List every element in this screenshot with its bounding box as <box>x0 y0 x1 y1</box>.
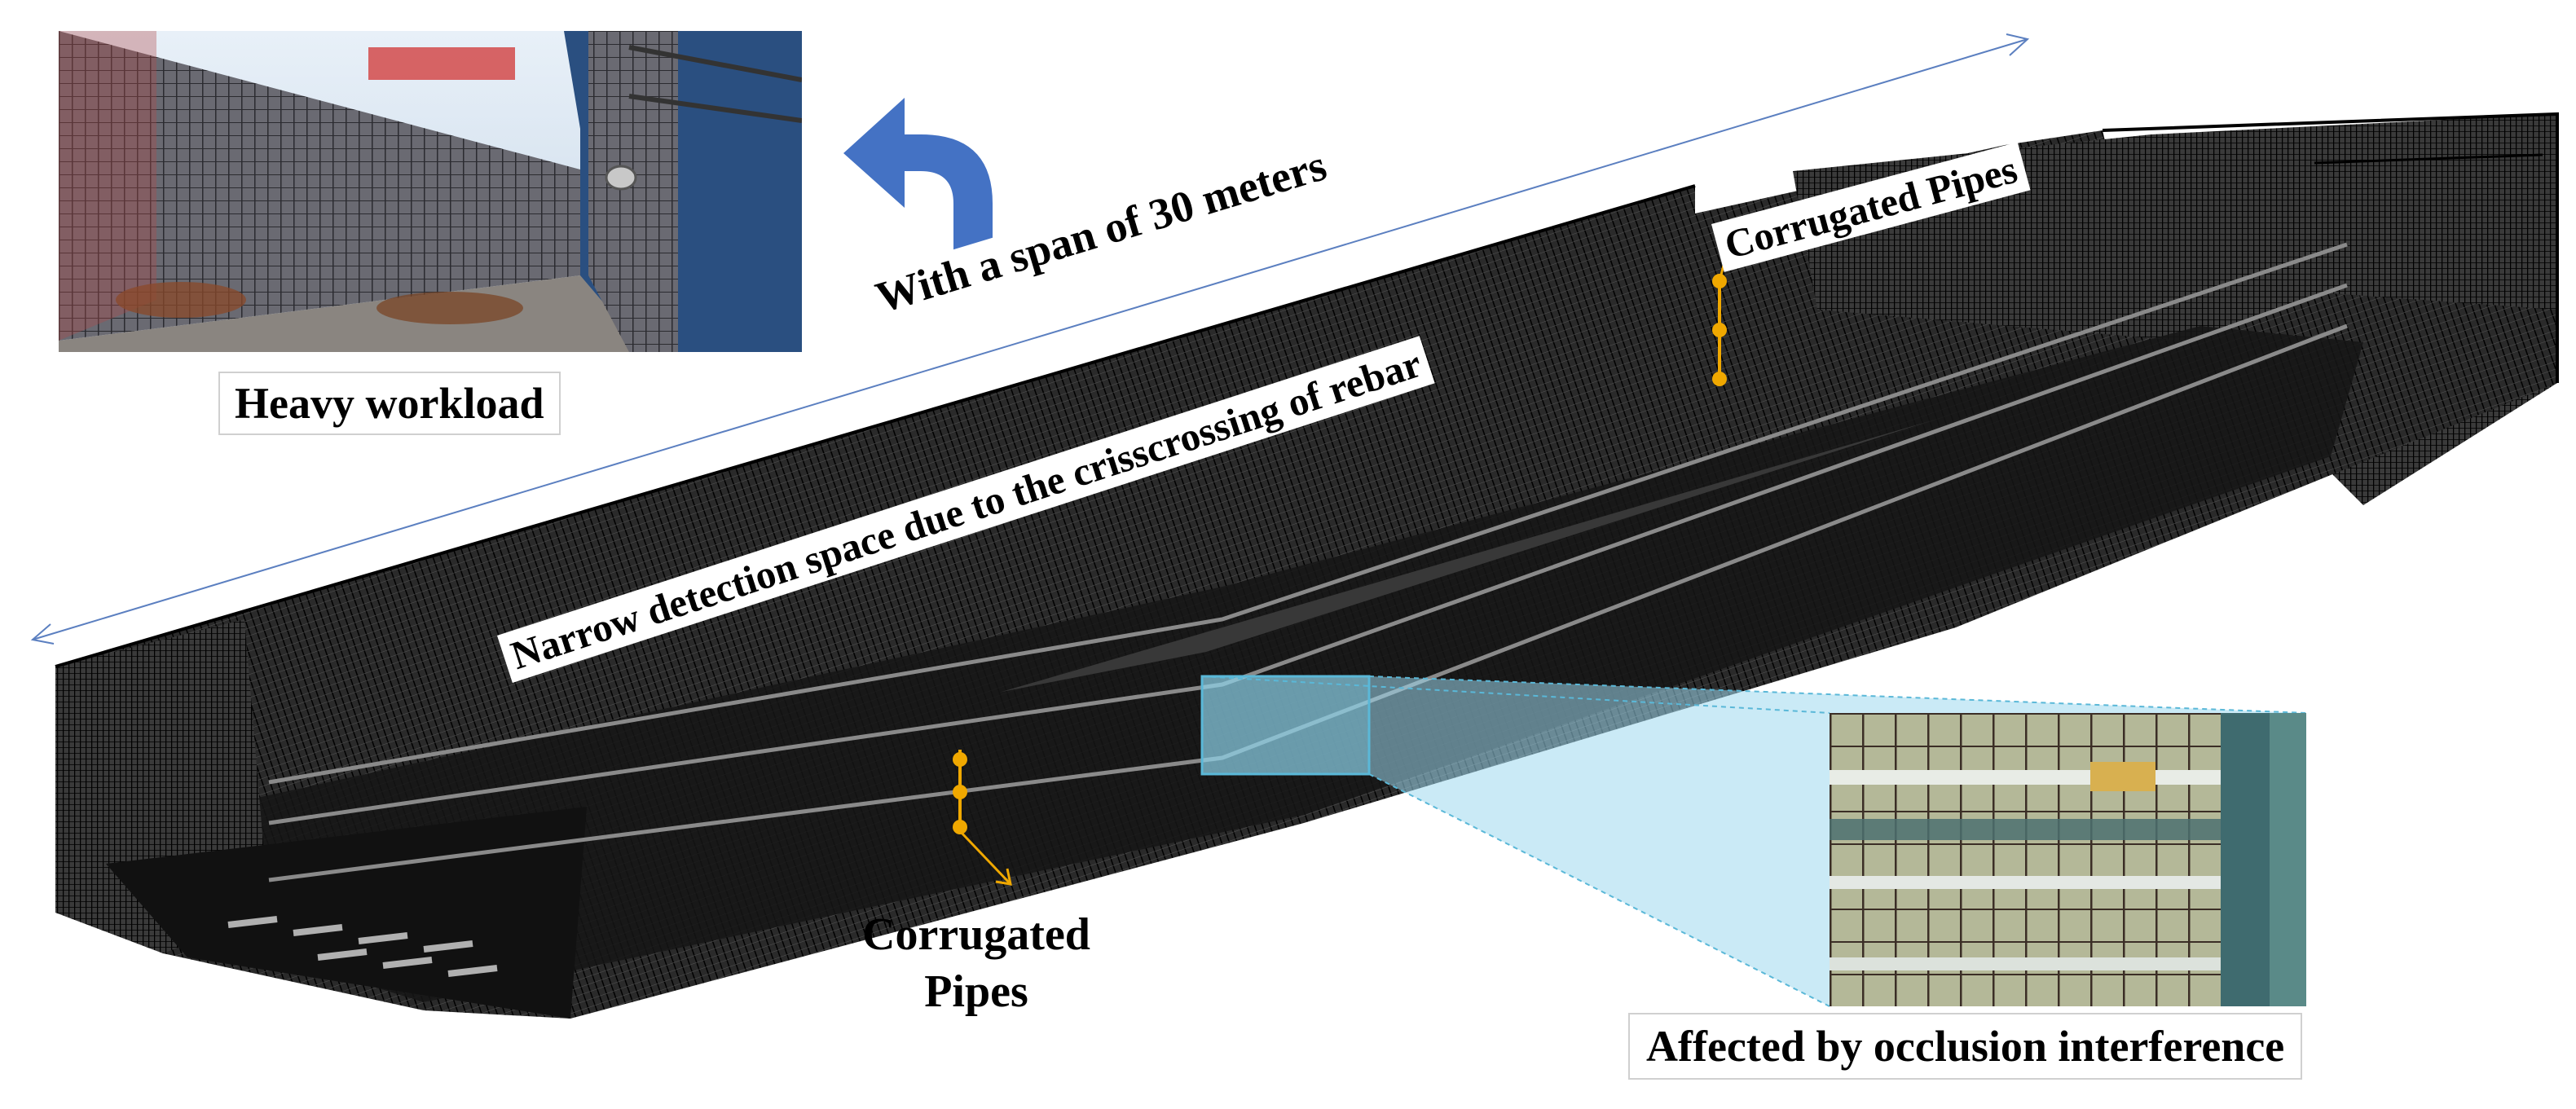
corrugated-line2: Pipes <box>924 966 1028 1017</box>
cage-back-wall <box>55 130 2200 913</box>
heavy-workload-label: Heavy workload <box>218 372 561 435</box>
bottom-bar-ends <box>227 916 498 977</box>
corrugated-line1: Corrugated <box>862 909 1090 960</box>
corrugated-pipes-bottom-label: Corrugated Pipes <box>862 906 1090 1020</box>
occlusion-inset-photo <box>1830 713 2306 1006</box>
cage-bottom-flange <box>106 807 587 1019</box>
cage-lower-body <box>179 326 2363 1002</box>
span-arrowhead-right <box>2006 33 2030 56</box>
zoom-projection <box>1202 676 2306 1006</box>
span-dimension-line <box>32 38 2028 640</box>
turn-back-arrow-icon <box>843 98 993 254</box>
zoom-source-box <box>1200 675 1371 776</box>
occlusion-label: Affected by occlusion interference <box>1628 1013 2303 1080</box>
corrugated-pipe-1 <box>268 242 2348 785</box>
pipe-marker-bottom <box>953 750 1012 886</box>
construction-site-photo <box>59 31 802 352</box>
span-arrowhead-left <box>30 623 55 645</box>
